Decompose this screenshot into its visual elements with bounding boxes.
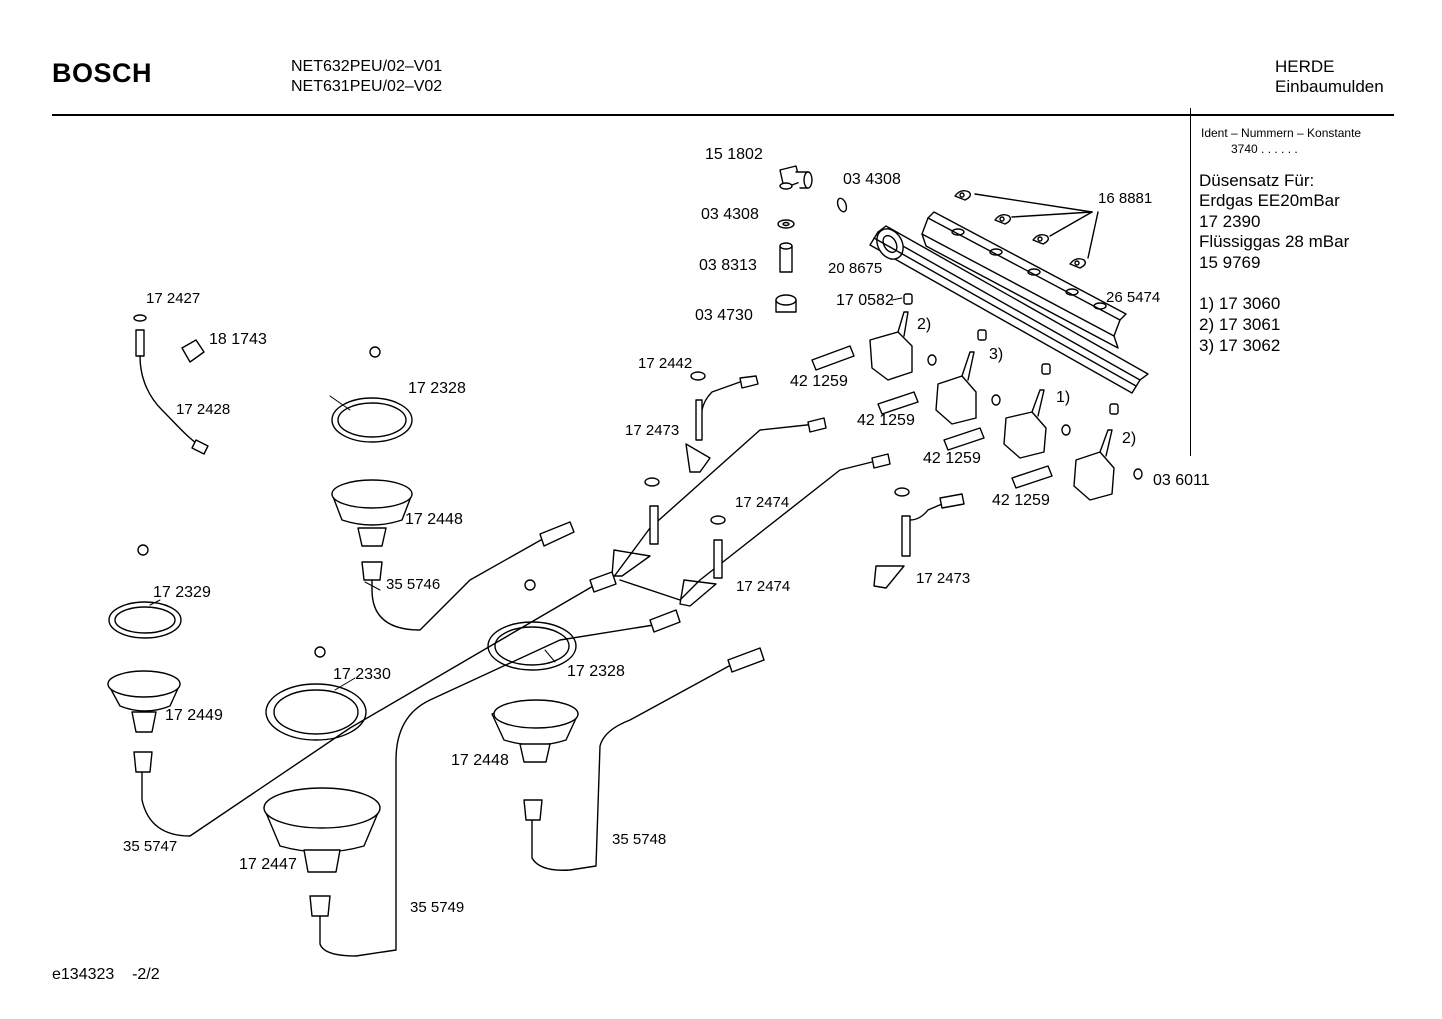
label-036011: 03 6011 bbox=[1153, 472, 1210, 489]
elbow-fittings-drawing bbox=[776, 166, 848, 312]
label-172329: 17 2329 bbox=[153, 584, 211, 601]
bracket-drawing bbox=[922, 212, 1126, 348]
label-170582: 17 0582 bbox=[836, 292, 894, 309]
label-172449: 17 2449 bbox=[165, 707, 223, 724]
ignition-cable-drawing bbox=[134, 315, 208, 454]
label-footnote-3: 3) bbox=[989, 346, 1004, 363]
brand-logo: BOSCH bbox=[52, 58, 153, 88]
thermocouples-drawing bbox=[134, 372, 964, 916]
label-034308-left: 03 4308 bbox=[701, 206, 759, 223]
label-421259-1: 42 1259 bbox=[790, 373, 848, 390]
label-172328-mid: 17 2328 bbox=[567, 663, 625, 680]
label-421259-3: 42 1259 bbox=[923, 450, 981, 467]
lpg-part: 15 9769 bbox=[1199, 253, 1261, 272]
model-number-2: NET631PEU/02–V02 bbox=[291, 78, 443, 95]
label-168881: 16 8881 bbox=[1098, 190, 1153, 207]
label-355746: 35 5746 bbox=[386, 576, 441, 593]
ident-line: Ident – Nummern – Konstante bbox=[1201, 126, 1362, 140]
pipes-drawing bbox=[142, 382, 956, 956]
side-panel-divider bbox=[1190, 108, 1191, 456]
label-421259-2: 42 1259 bbox=[857, 412, 915, 429]
label-355749: 35 5749 bbox=[410, 899, 465, 916]
category-einbaumulden: Einbaumulden bbox=[1275, 77, 1384, 96]
label-172328-top: 17 2328 bbox=[408, 380, 466, 397]
footnote-3: 3) 17 3062 bbox=[1199, 336, 1281, 355]
valves-drawing bbox=[812, 294, 1142, 500]
model-number-1: NET632PEU/02–V01 bbox=[291, 58, 443, 75]
label-172447: 17 2447 bbox=[239, 856, 297, 873]
lpg-line: Flüssiggas 28 mBar bbox=[1199, 232, 1350, 251]
footnote-1: 1) 17 3060 bbox=[1199, 294, 1281, 313]
label-172473-right: 17 2473 bbox=[916, 570, 971, 587]
label-172428: 17 2428 bbox=[176, 401, 231, 418]
nozzle-set-title: Düsensatz Für: bbox=[1199, 171, 1315, 190]
category-herde: HERDE bbox=[1275, 57, 1335, 76]
label-034308-top: 03 4308 bbox=[843, 171, 901, 188]
label-footnote-1: 1) bbox=[1056, 389, 1071, 406]
label-208675: 20 8675 bbox=[828, 260, 883, 277]
label-265474: 26 5474 bbox=[1106, 289, 1161, 306]
label-172474-mid: 17 2474 bbox=[736, 578, 791, 595]
gas-rail-drawing bbox=[870, 224, 1148, 393]
leader-lines bbox=[150, 298, 902, 690]
label-172473-left: 17 2473 bbox=[625, 422, 680, 439]
label-355748: 35 5748 bbox=[612, 831, 667, 848]
label-172448-top: 17 2448 bbox=[405, 511, 463, 528]
label-172330: 17 2330 bbox=[333, 666, 391, 683]
document-id: e134323 -2/2 bbox=[52, 966, 160, 983]
label-172442: 17 2442 bbox=[638, 355, 693, 372]
label-172448-bottom: 17 2448 bbox=[451, 752, 509, 769]
label-038313: 03 8313 bbox=[699, 257, 757, 274]
label-footnote-2a: 2) bbox=[917, 316, 932, 333]
label-footnote-2b: 2) bbox=[1122, 430, 1137, 447]
label-181743: 18 1743 bbox=[209, 331, 267, 348]
burners-drawing bbox=[108, 347, 578, 872]
label-172427: 17 2427 bbox=[146, 290, 201, 307]
natural-gas-line: Erdgas EE20mBar bbox=[1199, 191, 1340, 210]
ident-value: 3740 . . . . . . bbox=[1231, 142, 1298, 156]
label-172474-top: 17 2474 bbox=[735, 494, 790, 511]
label-034730: 03 4730 bbox=[695, 307, 753, 324]
label-151802: 15 1802 bbox=[705, 146, 763, 163]
clips-drawing bbox=[955, 191, 1098, 268]
natural-gas-part: 17 2390 bbox=[1199, 212, 1261, 231]
label-421259-4: 42 1259 bbox=[992, 492, 1050, 509]
footnote-2: 2) 17 3061 bbox=[1199, 315, 1281, 334]
label-355747: 35 5747 bbox=[123, 838, 178, 855]
header-rule bbox=[52, 114, 1394, 116]
